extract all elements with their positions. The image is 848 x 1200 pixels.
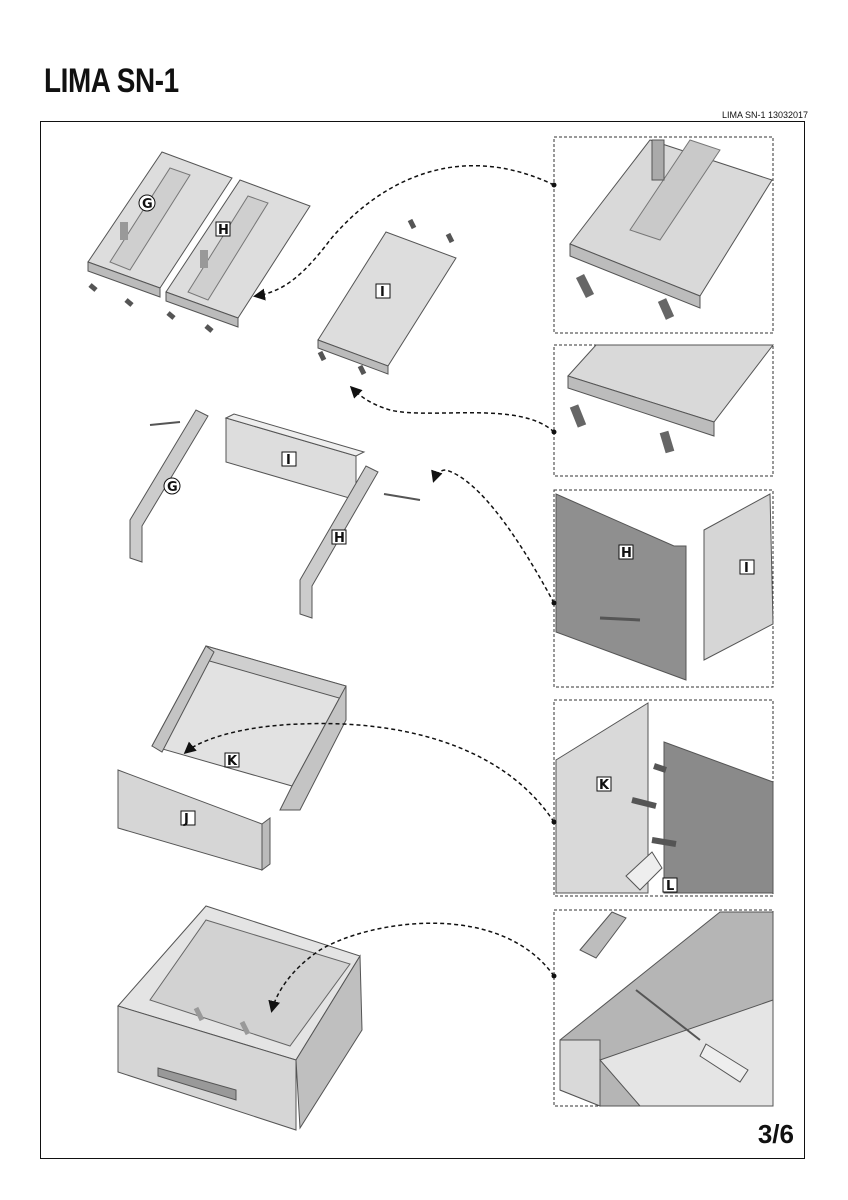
document-code: LIMA SN-1 13032017 bbox=[721, 110, 808, 120]
label-h-2: H bbox=[334, 531, 345, 546]
detail-box-5 bbox=[553, 909, 774, 1107]
board-g bbox=[87, 151, 233, 307]
label-i-3: I bbox=[744, 561, 749, 576]
callout-dots bbox=[551, 182, 557, 979]
document-title: LIMA SN-1 bbox=[44, 62, 179, 100]
detail-box-2 bbox=[553, 344, 775, 477]
label-h: H bbox=[218, 223, 229, 238]
label-j: J bbox=[183, 812, 189, 827]
detail-box-3 bbox=[553, 489, 774, 688]
page-number: 3/6 bbox=[757, 1119, 794, 1149]
page-frame bbox=[40, 121, 805, 1159]
board-i bbox=[317, 218, 457, 376]
detail-box-4 bbox=[553, 699, 774, 897]
label-k: K bbox=[227, 754, 238, 769]
board-h bbox=[165, 179, 311, 333]
panel-h-side bbox=[299, 465, 421, 619]
label-l: L bbox=[666, 879, 674, 894]
label-h-3: H bbox=[621, 546, 632, 561]
label-g: G bbox=[142, 197, 153, 212]
drawer-box bbox=[151, 645, 347, 811]
label-g-2: G bbox=[167, 480, 178, 495]
detail-box-1 bbox=[553, 136, 774, 334]
callout-arrows bbox=[183, 164, 555, 1013]
panel-g-side bbox=[129, 409, 209, 563]
label-i-2: I bbox=[286, 453, 291, 468]
label-k-2: K bbox=[599, 778, 610, 793]
finished-drawer bbox=[117, 905, 363, 1131]
label-i-1: I bbox=[380, 285, 385, 300]
